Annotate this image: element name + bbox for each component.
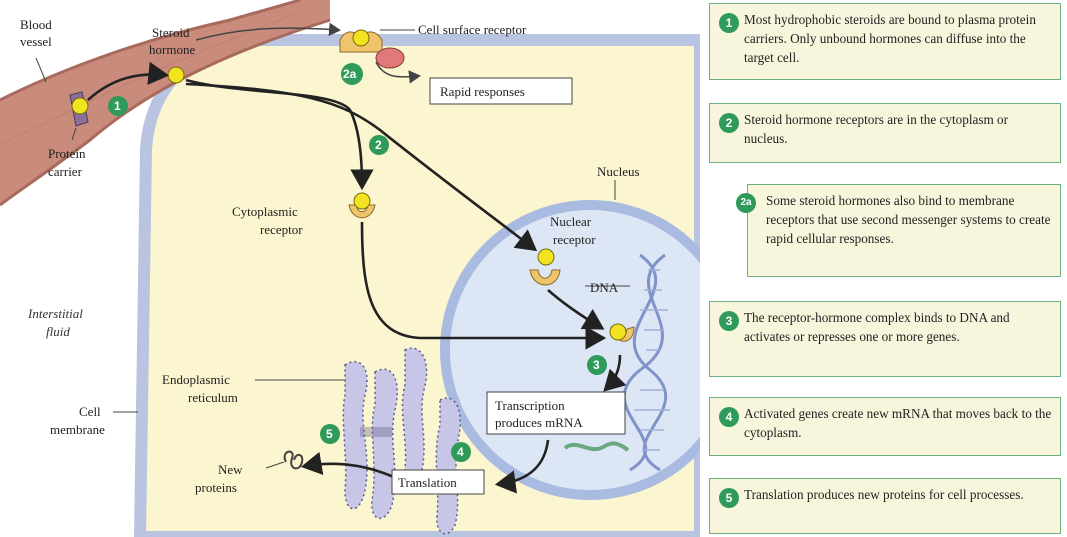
- step-3-text: The receptor-hormone complex binds to DN…: [744, 310, 1010, 344]
- interstitial-fluid-label-1: Interstitial: [27, 306, 83, 321]
- blood-vessel: [0, 0, 330, 205]
- svg-text:2a: 2a: [343, 67, 357, 81]
- translation-label: Translation: [398, 475, 457, 490]
- svg-text:4: 4: [457, 445, 464, 459]
- svg-text:1: 1: [114, 99, 121, 113]
- steroid-hormone-label-2: hormone: [149, 42, 195, 57]
- steroid-hormone-label-1: Steroid: [152, 25, 190, 40]
- cytoplasmic-receptor-label-1: Cytoplasmic: [232, 204, 298, 219]
- interstitial-fluid-label-2: fluid: [46, 324, 70, 339]
- badge-2: 2: [369, 135, 389, 155]
- protein-carrier-label-2: carrier: [48, 164, 83, 179]
- step-1-box: 1 Most hydrophobic steroids are bound to…: [709, 3, 1061, 80]
- translation-box: [391, 469, 485, 495]
- cytoplasmic-receptor-label-2: receptor: [260, 222, 303, 237]
- blood-vessel-label-2: vessel: [20, 34, 52, 49]
- cell-membrane-label-1: Cell: [79, 404, 101, 419]
- g-protein-icon: [375, 47, 405, 69]
- er-label-2: reticulum: [188, 390, 238, 405]
- steroid-hormone-icon: [167, 66, 185, 84]
- endoplasmic-reticulum: [342, 347, 462, 535]
- step-4-text: Activated genes create new mRNA that mov…: [744, 406, 1052, 440]
- badge-3: 3: [587, 355, 607, 375]
- nuclear-receptor-label-2: receptor: [553, 232, 596, 247]
- nucleus-label: Nucleus: [597, 164, 640, 179]
- steroid-hormone-diagram: Rapid responses Transcription produces m…: [0, 0, 700, 537]
- cell-membrane-label-2: membrane: [50, 422, 105, 437]
- step-5-text: Translation produces new proteins for ce…: [744, 487, 1024, 502]
- new-protein-icon: [283, 450, 304, 470]
- mrna-strand: [563, 441, 630, 452]
- protein-carrier-label-1: Protein: [48, 146, 86, 161]
- step-2-badge: 2: [719, 113, 739, 133]
- step-1-badge: 1: [719, 13, 739, 33]
- step-4-badge: 4: [719, 407, 739, 427]
- dna-helix: [623, 253, 667, 472]
- step-1-text: Most hydrophobic steroids are bound to p…: [744, 12, 1036, 65]
- svg-text:2: 2: [375, 138, 382, 152]
- badge-5: 5: [320, 424, 340, 444]
- nuclear-receptor-icon: [529, 269, 561, 286]
- badge-2a: 2a: [341, 63, 363, 85]
- step-3-badge: 3: [719, 311, 739, 331]
- step-2a-badge: 2a: [736, 193, 756, 213]
- transcription-label-2: produces mRNA: [495, 415, 583, 430]
- transcription-label-1: Transcription: [495, 398, 565, 413]
- svg-text:5: 5: [326, 427, 333, 441]
- rapid-responses-box: [429, 77, 573, 105]
- step-2a-box: 2a Some steroid hormones also bind to me…: [736, 184, 1061, 277]
- svg-text:3: 3: [593, 358, 600, 372]
- nuclear-receptor-label-1: Nuclear: [550, 214, 592, 229]
- er-label-1: Endoplasmic: [162, 372, 230, 387]
- step-2a-text: Some steroid hormones also bind to membr…: [766, 193, 1051, 246]
- badge-1: 1: [108, 96, 128, 116]
- blood-vessel-label-1: Blood: [20, 17, 52, 32]
- step-3-box: 3 The receptor-hormone complex binds to …: [709, 301, 1061, 377]
- rapid-responses-label: Rapid responses: [440, 84, 525, 99]
- step-5-box: 5 Translation produces new proteins for …: [709, 478, 1061, 534]
- step-5-badge: 5: [719, 488, 739, 508]
- cell-surface-receptor-label: Cell surface receptor: [418, 22, 527, 37]
- new-proteins-label-1: New: [218, 462, 243, 477]
- dna-label: DNA: [590, 280, 619, 295]
- step-2-box: 2 Steroid hormone receptors are in the c…: [709, 103, 1061, 163]
- step-2-text: Steroid hormone receptors are in the cyt…: [744, 112, 1009, 146]
- nucleus: [440, 200, 700, 500]
- step-4-box: 4 Activated genes create new mRNA that m…: [709, 397, 1061, 456]
- transcription-box: [486, 391, 626, 435]
- new-proteins-label-2: proteins: [195, 480, 237, 495]
- badge-4: 4: [451, 442, 471, 462]
